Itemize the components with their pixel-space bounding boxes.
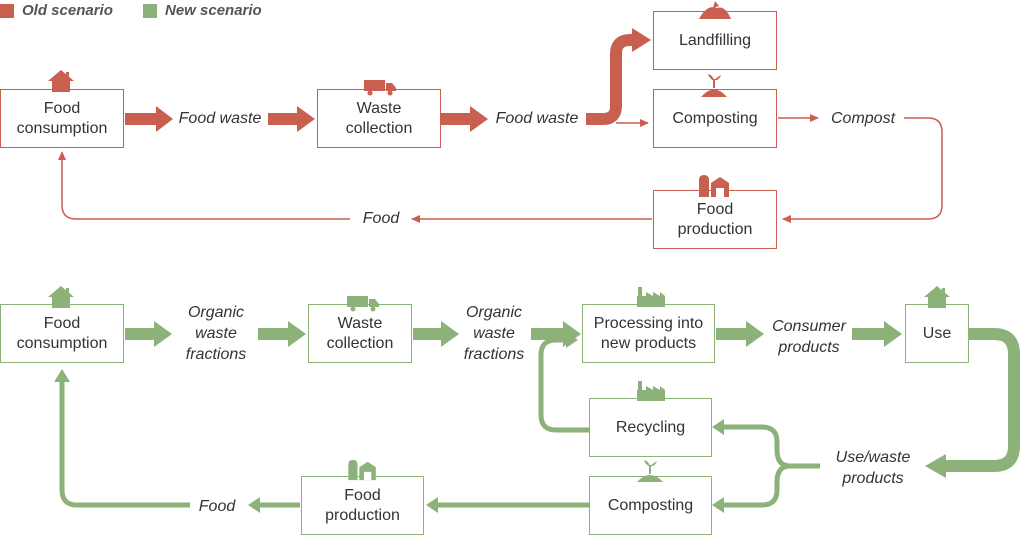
legend-old: Old scenario xyxy=(0,2,113,19)
old-food-label: Food xyxy=(362,210,400,227)
arrow-old-collection-to-waste xyxy=(441,106,488,132)
old-arrows xyxy=(58,28,943,223)
arrow-new-food-to-consumption xyxy=(59,380,190,508)
new-organic-label-2: Organic waste fractions xyxy=(463,304,525,363)
new-organic-label-1: Organic waste fractions xyxy=(185,304,247,363)
arrow-new-recycling-to-processing-head xyxy=(566,332,578,348)
arrow-new-consumer-to-use xyxy=(852,321,902,347)
old-waste-collection-box: Waste collection xyxy=(317,89,441,148)
new-food-consumption-box: Food consumption xyxy=(0,304,124,363)
arrow-new-collection-to-organic xyxy=(413,321,459,347)
new-food-label: Food xyxy=(198,498,236,515)
house-icon xyxy=(924,286,950,308)
arrow-old-food-to-consumption xyxy=(58,151,350,220)
old-landfilling-box: Landfilling xyxy=(653,11,777,70)
factory-icon xyxy=(637,381,665,401)
arrow-old-consumption-to-waste xyxy=(125,106,173,132)
house-icon xyxy=(48,286,74,308)
house-icon xyxy=(48,70,74,92)
new-recycling-box: Recycling xyxy=(589,398,712,457)
arrow-new-consumption-to-organic xyxy=(125,321,172,347)
arrow-new-organic-to-collection xyxy=(258,321,306,347)
arrow-new-processing-to-consumer xyxy=(716,321,764,347)
arrow-new-recycling-to-processing xyxy=(538,337,589,433)
arrow-new-usewaste-to-recycling-head xyxy=(712,419,724,435)
arrow-new-use-to-usewaste xyxy=(944,328,1020,472)
arrow-old-to-landfilling xyxy=(586,34,634,125)
legend-old-label: Old scenario xyxy=(22,2,113,19)
old-compost-label: Compost xyxy=(830,110,896,127)
old-composting-box: Composting xyxy=(653,89,777,148)
arrow-new-use-to-usewaste-head xyxy=(925,454,946,478)
new-usewaste-label: Use/waste products xyxy=(835,449,911,487)
legend-new-label: New scenario xyxy=(165,2,262,19)
barn-icon xyxy=(348,459,376,481)
arrow-old-waste-to-collection xyxy=(268,106,315,132)
new-composting-box: Composting xyxy=(589,476,712,535)
old-food-consumption-box: Food consumption xyxy=(0,89,124,148)
arrow-new-composting-to-production-head xyxy=(426,497,438,513)
legend-old-swatch xyxy=(0,3,14,18)
arrow-new-usewaste-to-composting-head xyxy=(712,497,724,513)
legend-new: New scenario xyxy=(143,2,262,19)
arrow-new-food-to-consumption-head xyxy=(54,369,70,382)
arrow-old-compost-to-production xyxy=(782,117,943,223)
plant-mound-icon xyxy=(637,460,663,482)
old-food-production-box: Food production xyxy=(653,190,777,249)
arrow-old-to-landfilling-head xyxy=(632,28,651,52)
arrow-new-production-to-food-head xyxy=(248,497,260,513)
new-consumer-products-label: Consumer products xyxy=(772,318,846,356)
landfill-icon xyxy=(699,1,731,19)
truck-icon xyxy=(364,80,396,96)
plant-mound-icon xyxy=(701,74,727,97)
new-food-production-box: Food production xyxy=(301,476,424,535)
old-food-waste-label-1: Food waste xyxy=(178,110,262,127)
new-use-box: Use xyxy=(905,304,969,363)
arrow-new-organic-to-processing xyxy=(531,321,581,347)
legend-new-swatch xyxy=(143,3,157,18)
barn-icon xyxy=(699,175,729,197)
new-arrows xyxy=(54,321,1020,513)
new-waste-collection-box: Waste collection xyxy=(308,304,412,363)
truck-icon xyxy=(347,296,379,312)
arrow-new-usewaste-to-composting xyxy=(720,463,820,508)
new-processing-box: Processing into new products xyxy=(582,304,715,363)
old-food-waste-label-2: Food waste xyxy=(495,110,579,127)
factory-icon xyxy=(637,287,665,307)
arrow-new-usewaste-to-recycling xyxy=(720,424,820,469)
